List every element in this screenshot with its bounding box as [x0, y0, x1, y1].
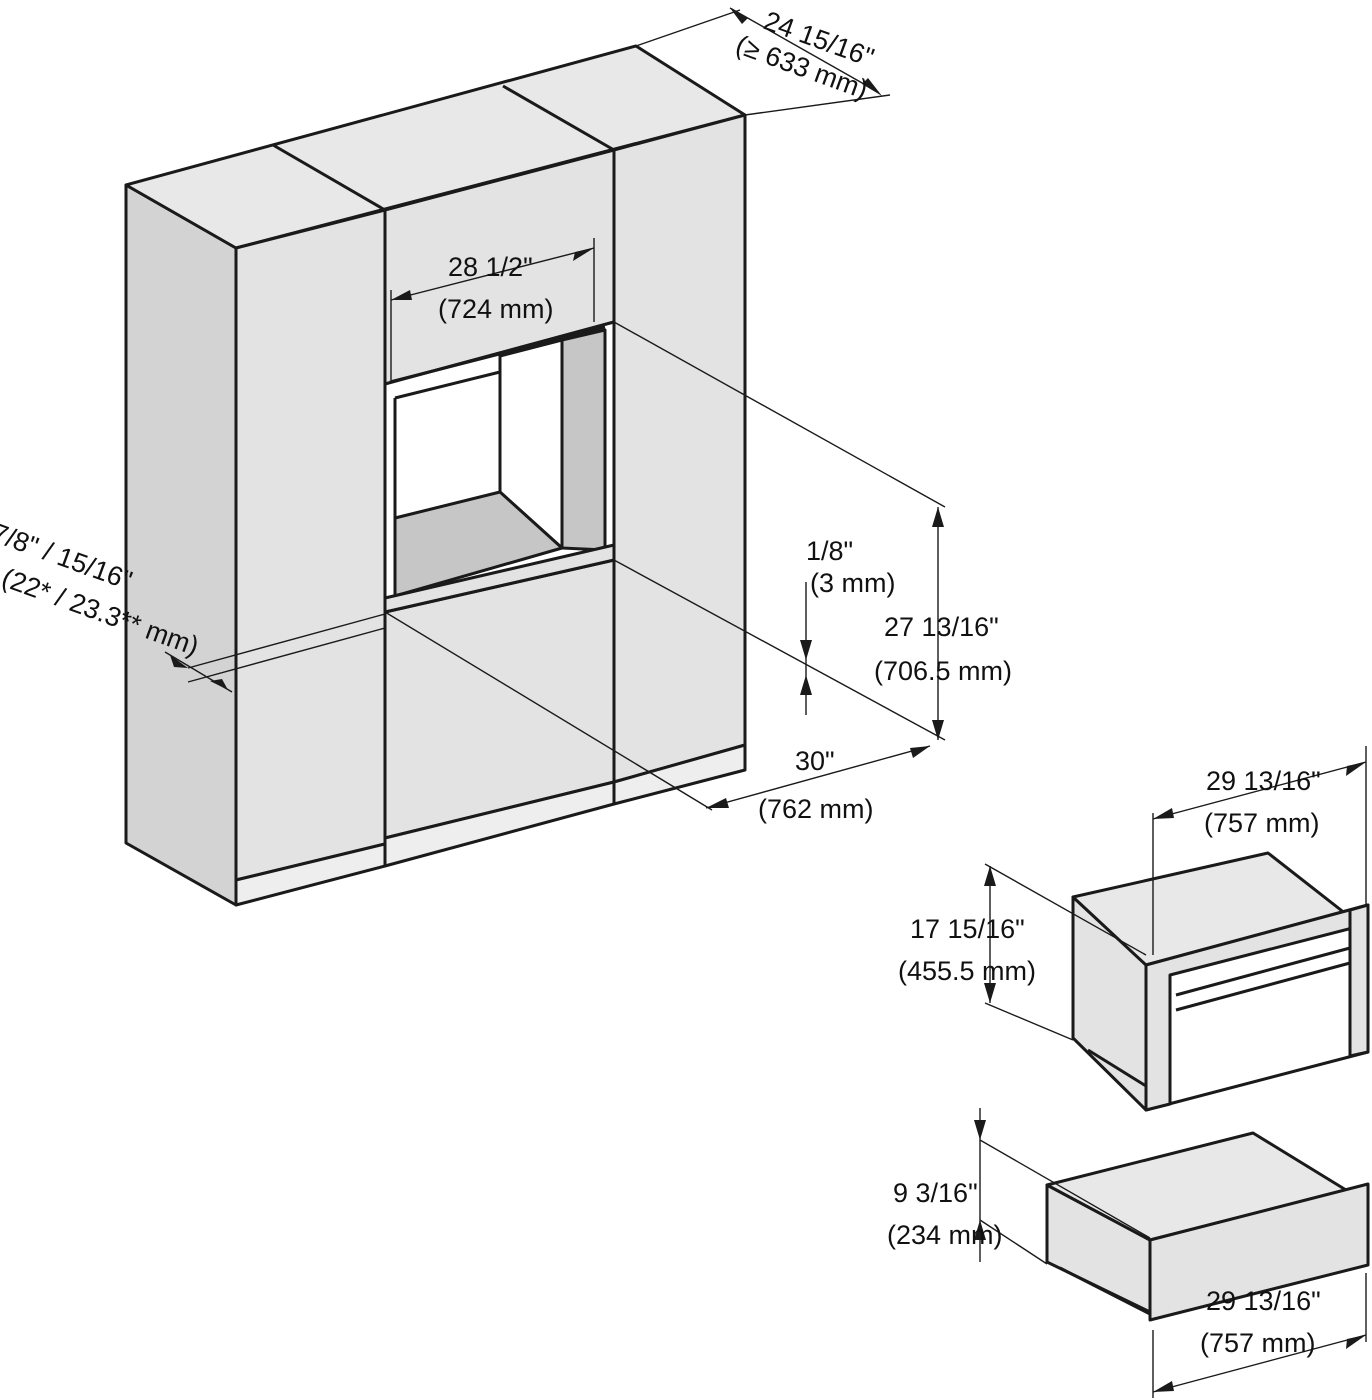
niche-height-inch-label: 27 13/16" — [884, 612, 999, 642]
oven-appliance — [1071, 851, 1370, 1112]
niche-width-mm-label: (724 mm) — [438, 294, 554, 324]
oven-height-inch-label: 17 15/16" — [910, 914, 1025, 944]
niche-depth-mm-label: (762 mm) — [758, 794, 874, 824]
cabinet-left-panel — [234, 208, 387, 882]
oven-right-trim — [1348, 903, 1370, 1058]
niche-width-inch-label: 28 1/2" — [448, 252, 533, 282]
drawer-height-mm-label: (234 mm) — [887, 1220, 1003, 1250]
cabinet-wall — [124, 44, 747, 907]
warming-drawer — [1045, 1131, 1370, 1322]
cabinet-right-panel — [612, 113, 747, 784]
cabinet-left-side — [124, 183, 238, 907]
drawer-width-mm-label: (757 mm) — [1200, 1328, 1316, 1358]
drawer-front — [1148, 1182, 1370, 1322]
gap-mm-label: (3 mm) — [810, 568, 895, 598]
niche-height-mm-label: (706.5 mm) — [874, 656, 1012, 686]
drawer-dimension-lines — [974, 1108, 1367, 1398]
niche-right-wall — [560, 328, 607, 552]
oven-width-mm-label: (757 mm) — [1204, 808, 1320, 838]
cabinet-dimension-lines — [164, 7, 946, 811]
niche-opening — [383, 320, 616, 614]
oven-height-mm-label: (455.5 mm) — [898, 956, 1036, 986]
oven-dimension-lines — [984, 746, 1367, 1041]
drawer-height-inch-label: 9 3/16" — [893, 1178, 978, 1208]
gap-inch-label: 1/8" — [806, 536, 853, 566]
oven-width-inch-label: 29 13/16" — [1206, 766, 1321, 796]
drawer-width-inch-label: 29 13/16" — [1206, 1286, 1321, 1316]
niche-depth-inch-label: 30" — [795, 746, 835, 776]
